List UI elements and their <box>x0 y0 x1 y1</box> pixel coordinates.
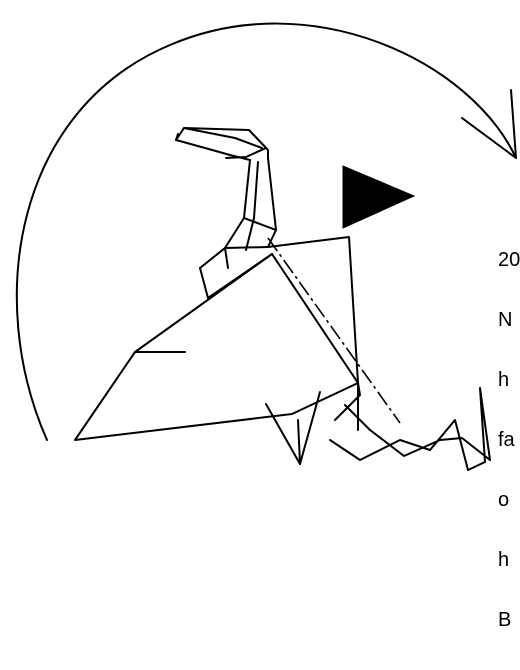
model-legs <box>266 383 490 470</box>
arrowhead-icon <box>462 90 516 158</box>
instruction-line: h <box>498 370 520 390</box>
model-head <box>176 128 268 160</box>
model-body <box>75 237 400 440</box>
origami-diagram: 20 N h fa o h B <box>0 0 520 504</box>
instruction-line: o <box>498 490 520 510</box>
step-instructions: 20 N h fa o h B <box>498 210 520 670</box>
step-number: 20 <box>498 250 520 270</box>
instruction-line: fa <box>498 430 520 450</box>
push-triangle-icon <box>343 166 414 228</box>
curved-arrow-icon <box>17 24 516 440</box>
instruction-line: N <box>498 310 520 330</box>
diagram-canvas <box>0 0 520 504</box>
instruction-line: h <box>498 550 520 570</box>
model-neck <box>200 158 276 268</box>
instruction-line: B <box>498 610 520 630</box>
